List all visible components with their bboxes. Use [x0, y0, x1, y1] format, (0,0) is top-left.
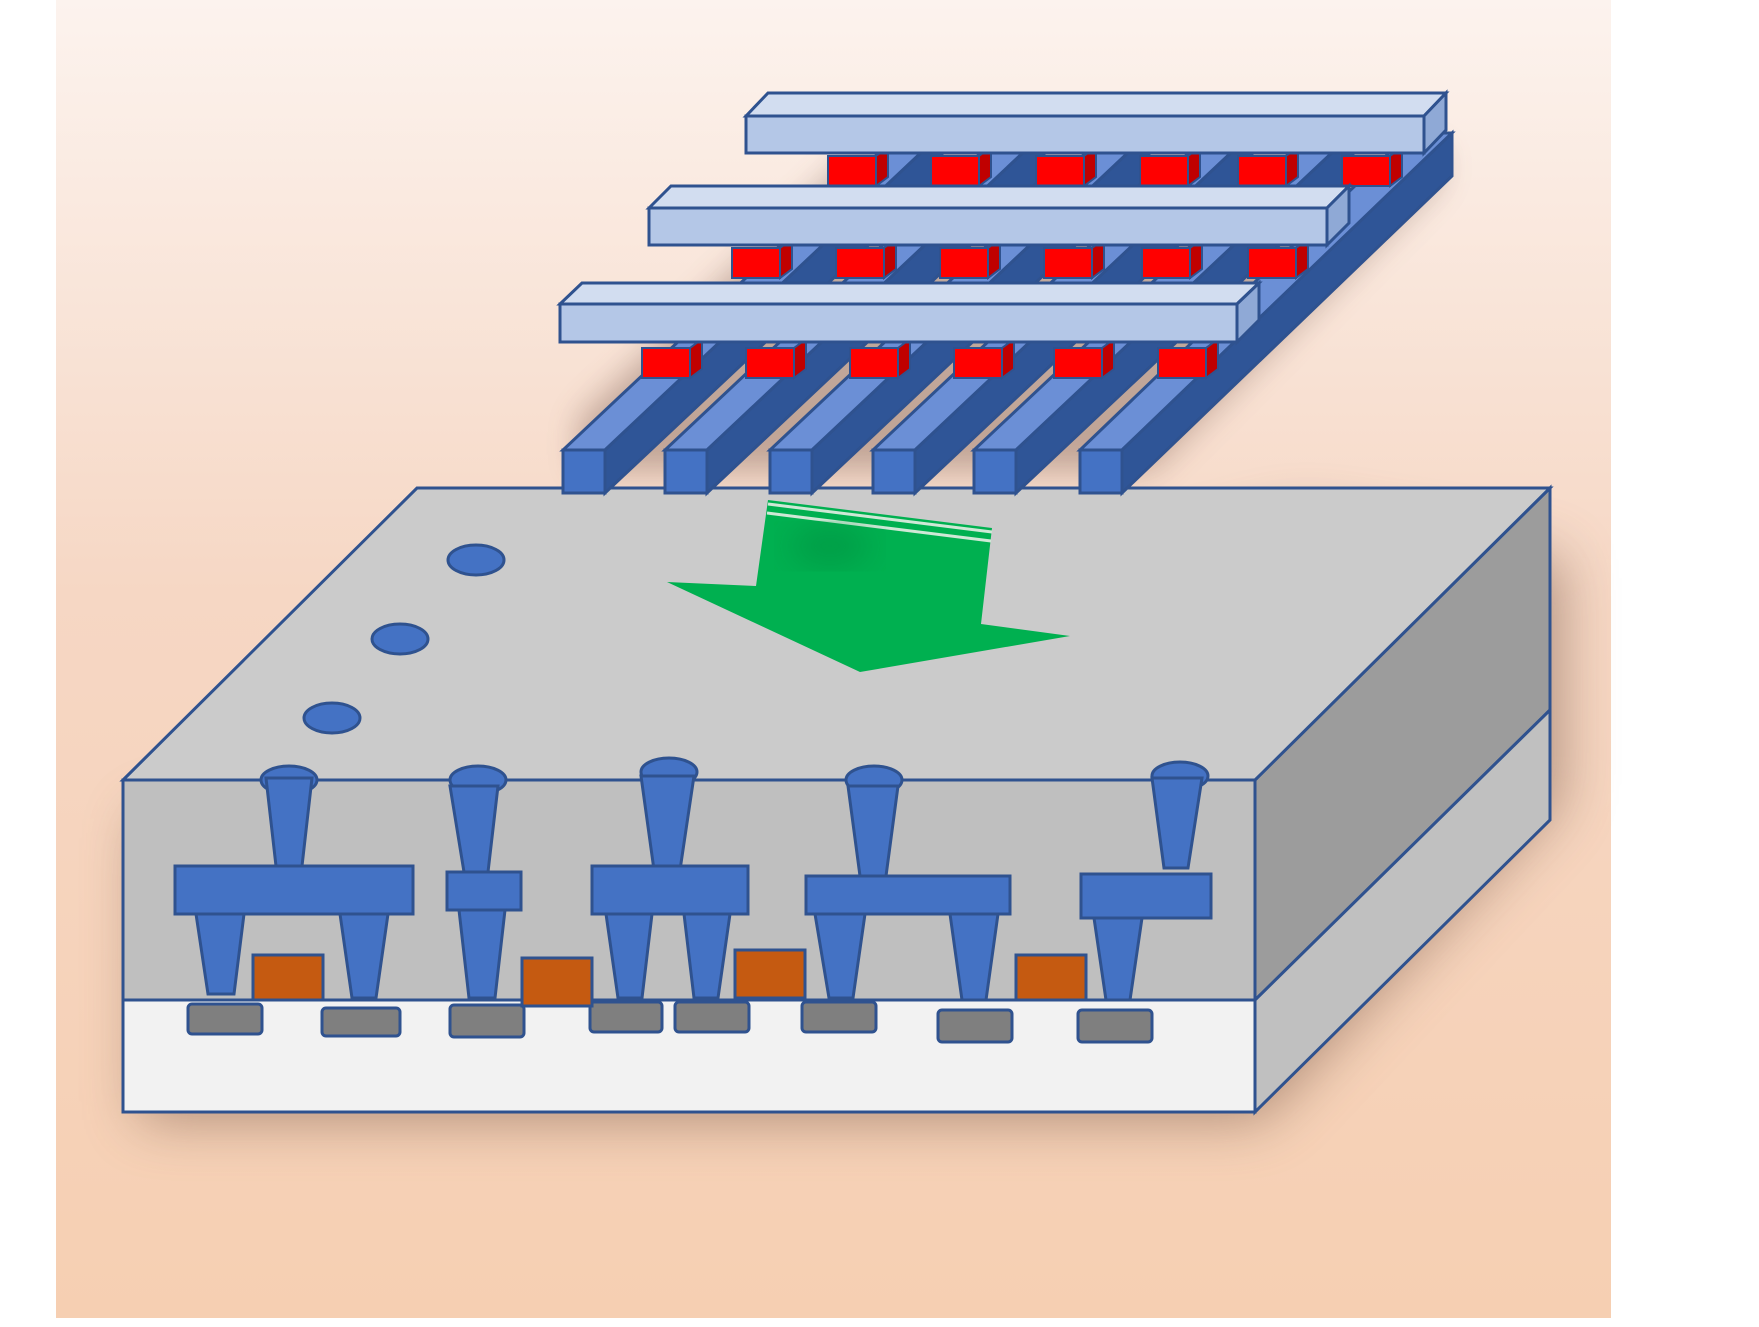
memory-cell	[745, 337, 807, 380]
interconnect-stack	[590, 756, 750, 1000]
gate	[1014, 953, 1088, 1002]
crossbar-array	[556, 89, 1456, 497]
contact-pad	[936, 1008, 1014, 1044]
crossbar-row-front	[556, 279, 1263, 380]
memory-cells	[641, 337, 1219, 380]
interconnect-stacks	[173, 756, 1213, 1002]
chip-block	[119, 484, 1554, 1116]
gate	[733, 948, 807, 1000]
gate	[520, 956, 594, 1008]
memory-cell	[953, 337, 1015, 380]
top-electrode	[742, 89, 1450, 157]
memory-cell	[849, 337, 911, 380]
interconnect-stack	[173, 764, 415, 1000]
crossbar-row-back	[742, 89, 1450, 188]
memory-cell	[1341, 145, 1403, 188]
crossbar-row-middle	[645, 182, 1353, 280]
contact-pad	[673, 1000, 751, 1034]
contact-pad	[1076, 1008, 1154, 1044]
memory-cell	[1141, 237, 1203, 280]
memory-cell	[835, 237, 897, 280]
integration-arrow	[667, 500, 1070, 672]
memory-cell	[1157, 337, 1219, 380]
interconnect-stack	[804, 764, 1012, 1002]
top-electrode	[556, 279, 1263, 346]
memory-cell	[939, 237, 1001, 280]
gate	[251, 953, 325, 1002]
surface-via	[446, 543, 506, 577]
top-electrode	[645, 182, 1353, 249]
contact-pad	[800, 1000, 878, 1034]
memory-cell	[1237, 145, 1299, 188]
memory-cell	[1043, 237, 1105, 280]
contact-pad	[588, 1000, 664, 1034]
memory-cell	[641, 337, 703, 380]
surface-via	[370, 622, 430, 656]
memory-cell	[1139, 145, 1201, 188]
surface-via	[302, 701, 362, 735]
interconnect-stack	[445, 764, 523, 1000]
contact-pads	[186, 1000, 1154, 1044]
memory-cells	[827, 145, 1403, 188]
surface-vias	[302, 543, 506, 735]
memory-cells	[731, 237, 1309, 280]
contact-pad	[448, 1003, 526, 1039]
memory-cell	[930, 145, 992, 188]
memory-cell	[1247, 237, 1309, 280]
contact-pad	[320, 1006, 402, 1038]
gates	[251, 948, 1088, 1008]
memory-cell	[1053, 337, 1115, 380]
interconnect-stack	[1079, 760, 1213, 1002]
memory-cell	[1035, 145, 1097, 188]
contact-pad	[186, 1002, 264, 1036]
